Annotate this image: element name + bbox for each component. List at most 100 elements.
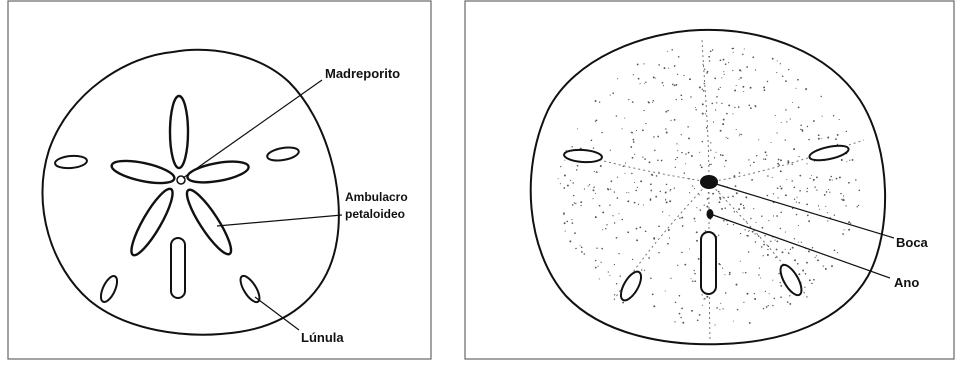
stipple-dot: [610, 150, 611, 151]
stipple-dot: [670, 278, 671, 279]
stipple-dot: [665, 192, 667, 194]
stipple-dot: [812, 247, 813, 248]
stipple-dot: [689, 78, 691, 80]
stipple-dot: [855, 179, 857, 181]
stipple-dot: [702, 64, 703, 65]
stipple-dot: [679, 217, 680, 218]
stipple-dot: [786, 179, 787, 180]
stipple-dot: [665, 111, 667, 113]
stipple-dot: [742, 272, 743, 273]
stipple-dot: [807, 188, 808, 189]
stipple-dot: [726, 113, 728, 115]
stipple-dot: [641, 269, 642, 270]
stipple-dot: [827, 212, 828, 213]
stipple-dot: [780, 228, 781, 229]
stipple-dot: [694, 218, 696, 220]
stipple-dot: [669, 215, 670, 216]
stipple-dot: [701, 294, 702, 295]
stipple-dot: [785, 194, 787, 196]
stipple-dot: [785, 109, 787, 111]
stipple-dot: [724, 166, 725, 167]
stipple-dot: [708, 56, 710, 58]
stipple-dot: [706, 127, 708, 129]
stipple-dot: [648, 257, 650, 259]
stipple-dot: [654, 150, 656, 152]
stipple-dot: [769, 293, 770, 294]
lunule-bottom-center: [701, 232, 716, 294]
stipple-dot: [675, 159, 676, 160]
stipple-dot: [596, 171, 598, 173]
stipple-dot: [595, 193, 596, 194]
stipple-dot: [593, 189, 595, 191]
stipple-dot: [655, 78, 656, 79]
label-madreporito: Madreporito: [325, 66, 400, 81]
petal-top: [170, 96, 188, 168]
stipple-dot: [835, 138, 837, 140]
stipple-dot: [595, 121, 596, 122]
stipple-dot: [780, 170, 782, 172]
stipple-dot: [734, 90, 736, 92]
stipple-dot: [833, 115, 835, 117]
stipple-dot: [692, 280, 694, 282]
stipple-dot: [770, 241, 771, 242]
stipple-dot: [648, 102, 650, 104]
stipple-dot: [740, 233, 741, 234]
stipple-dot: [645, 123, 646, 124]
stipple-dot: [667, 110, 669, 112]
stipple-dot: [704, 204, 705, 205]
stipple-dot: [741, 134, 742, 135]
stipple-dot: [767, 254, 769, 256]
stipple-dot: [614, 191, 615, 192]
stipple-dot: [676, 99, 677, 100]
stipple-dot: [677, 74, 678, 75]
stipple-dot: [856, 206, 857, 207]
stipple-dot: [724, 74, 725, 75]
stipple-dot: [848, 229, 850, 231]
stipple-dot: [768, 305, 769, 306]
stipple-dot: [826, 191, 828, 193]
stipple-dot: [798, 242, 799, 243]
stipple-dot: [694, 280, 696, 282]
stipple-dot: [732, 113, 733, 114]
stipple-dot: [848, 221, 850, 223]
stipple-dot: [763, 159, 764, 160]
stipple-dot: [775, 115, 776, 116]
stipple-dot: [718, 191, 720, 193]
stipple-dot: [736, 284, 738, 286]
stipple-dot: [588, 186, 589, 187]
stipple-dot: [776, 72, 777, 73]
stipple-dot: [617, 177, 618, 178]
stipple-dot: [738, 106, 740, 108]
stipple-dot: [666, 201, 668, 203]
stipple-dot: [736, 129, 737, 130]
stipple-dot: [763, 86, 765, 88]
stipple-dot: [723, 220, 725, 222]
stipple-dot: [610, 95, 611, 96]
stipple-dot: [612, 92, 614, 94]
stipple-dot: [682, 322, 684, 324]
stipple-dot: [766, 155, 767, 156]
stipple-dot: [682, 225, 684, 227]
stipple-dot: [658, 252, 659, 253]
stipple-dot: [725, 292, 727, 294]
stipple-dot: [780, 296, 782, 298]
stipple-dot: [580, 201, 582, 203]
stipple-dot: [601, 248, 603, 250]
stipple-dot: [564, 222, 566, 224]
stipple-dot: [611, 180, 613, 182]
stipple-dot: [804, 287, 805, 288]
stipple-dot: [798, 156, 799, 157]
anus: [707, 209, 714, 219]
stipple-dot: [735, 185, 737, 187]
stipple-dot: [788, 252, 790, 254]
stipple-dot: [666, 184, 668, 186]
stipple-dot: [801, 242, 802, 243]
stipple-dot: [796, 214, 797, 215]
stipple-dot: [609, 275, 610, 276]
stipple-dot: [814, 186, 815, 187]
label-ambulacro-line2: petaloideo: [345, 207, 405, 221]
stipple-dot: [665, 199, 666, 200]
stipple-dot: [662, 211, 663, 212]
stipple-dot: [625, 163, 626, 164]
stipple-dot: [633, 139, 635, 141]
